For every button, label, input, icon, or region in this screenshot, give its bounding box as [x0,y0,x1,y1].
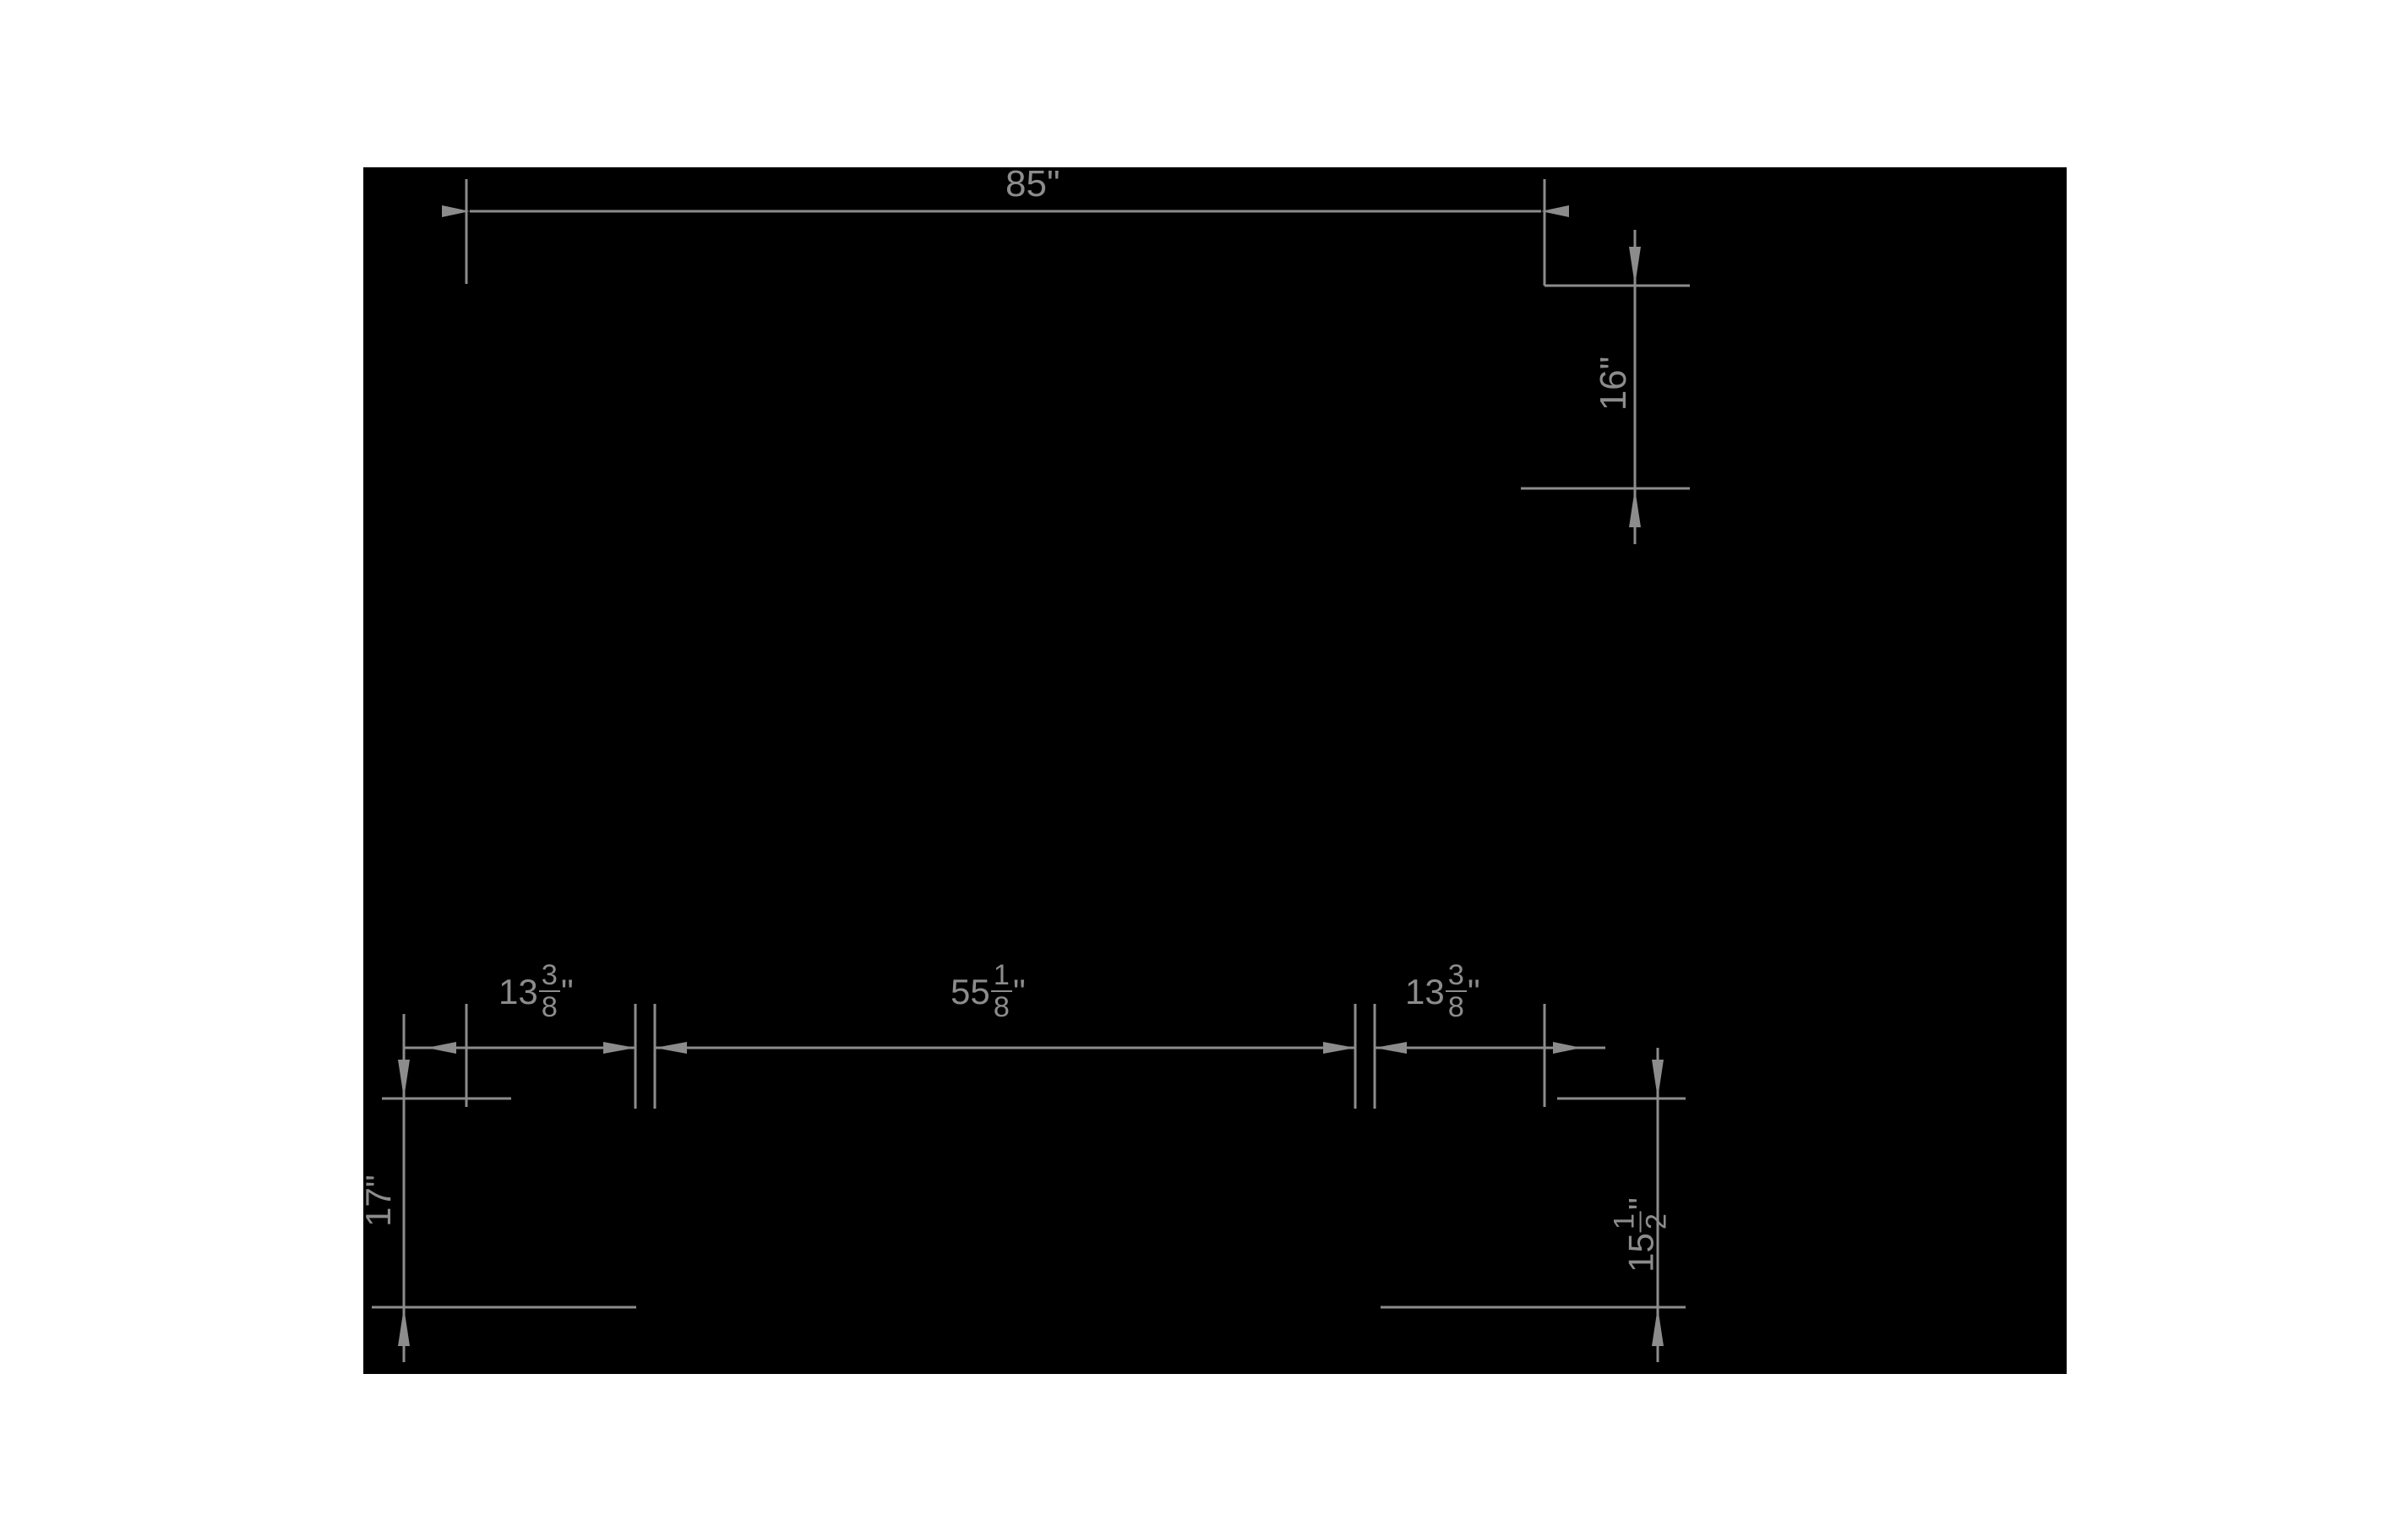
value-denominator: 8 [541,991,558,1024]
value-numerator: 3 [538,961,560,993]
dimension-label-left-height: 17" [358,1154,398,1247]
value-unit: " [560,972,574,1012]
value-numerator: 3 [1445,961,1467,993]
value-unit: " [358,1175,398,1188]
value-whole: 17 [358,1187,398,1227]
value-whole: 85 [1005,163,1047,204]
value-unit: " [1012,972,1026,1012]
value-unit: " [1046,163,1060,204]
dimension-label-arm-height: 16" [1593,337,1634,430]
value-denominator: 8 [993,991,1010,1024]
value-unit: " [1467,972,1480,1012]
value-denominator: 2 [1641,1213,1673,1230]
value-whole: 16 [1593,369,1634,412]
drawing-panel [363,167,2067,1374]
value-unit: " [1621,1197,1661,1210]
value-unit: " [1593,356,1634,370]
value-numerator: 1 [990,961,1012,993]
value-whole: 15 [1621,1233,1661,1273]
dimension-label-overall-width: 85" [1005,166,1060,203]
value-denominator: 8 [1447,991,1464,1024]
value-whole: 13 [1405,972,1445,1012]
value-numerator: 1 [1609,1210,1642,1233]
value-whole: 13 [498,972,538,1012]
value-whole: 55 [951,972,990,1012]
